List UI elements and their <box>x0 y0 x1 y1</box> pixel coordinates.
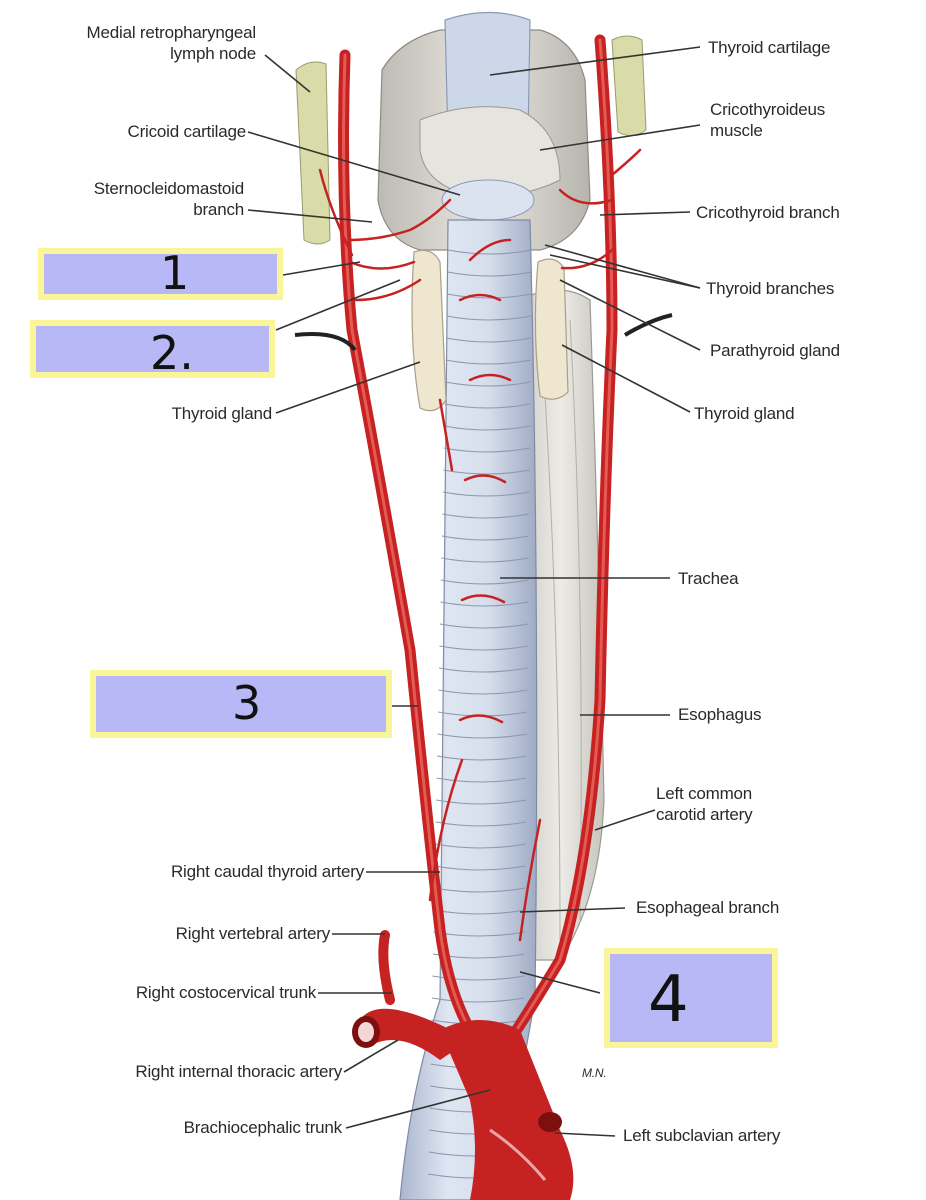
label-right-vertebral-artery: Right vertebral artery <box>175 924 331 943</box>
tracheal-ring <box>436 777 527 783</box>
tracheal-ring <box>443 447 530 453</box>
tracheal-ring <box>434 865 526 871</box>
tracheal-ring <box>439 645 528 651</box>
label-trachea: Trachea <box>678 569 739 588</box>
tracheal-ring <box>445 381 531 387</box>
label-thyroid-gland-right: Thyroid gland <box>694 404 795 423</box>
tracheal-ring <box>437 755 527 761</box>
nerve-loop-shapes <box>294 313 673 352</box>
blank-label-box-4[interactable] <box>604 948 778 1048</box>
tracheal-ring <box>434 887 526 893</box>
tracheal-ring <box>438 689 528 695</box>
label-cricothyroideus-muscle: Cricothyroideus muscle <box>710 100 826 140</box>
lymph-node-right-shape <box>611 35 647 136</box>
left-common-carotid-artery <box>504 34 618 1046</box>
label-esophagus: Esophagus <box>678 705 762 724</box>
label-esophageal-branch: Esophageal branch <box>636 898 780 917</box>
handwritten-number-1: 1 <box>160 246 190 300</box>
label-left-subclavian-artery: Left subclavian artery <box>623 1126 781 1145</box>
blank-label-box-2[interactable] <box>30 320 275 378</box>
tracheal-ring <box>442 513 530 519</box>
tracheal-ring <box>447 271 532 277</box>
thyroid-gland-right-shape <box>534 258 569 400</box>
tracheal-ring <box>440 579 529 585</box>
artist-signature: M.N. <box>582 1066 607 1080</box>
tracheal-ring <box>439 623 529 629</box>
tracheal-ring <box>446 315 532 321</box>
tracheal-ring <box>447 249 533 255</box>
tracheal-ring <box>446 337 532 343</box>
brachiocephalic-trunk-shape <box>352 930 574 1200</box>
label-brachiocephalic-trunk: Brachiocephalic trunk <box>183 1118 343 1137</box>
label-thyroid-branches: Thyroid branches <box>706 279 835 298</box>
label-right-internal-thoracic-artery: Right internal thoracic artery <box>135 1062 342 1081</box>
tracheal-ring <box>431 997 525 1003</box>
tracheal-ring <box>435 843 526 849</box>
label-cricothyroid-branch: Cricothyroid branch <box>696 203 840 222</box>
larynx-shape <box>377 11 591 251</box>
handwritten-number-2: 2. <box>150 326 194 380</box>
blank-label-box-3[interactable] <box>90 670 392 738</box>
small-branches <box>318 148 642 942</box>
blank-label-box-1[interactable] <box>38 248 283 300</box>
tracheal-ring <box>444 403 531 409</box>
label-left-common-carotid-artery: Left common carotid artery <box>656 784 753 824</box>
label-thyroid-cartilage: Thyroid cartilage <box>708 38 831 57</box>
tracheal-ring <box>441 535 530 541</box>
tracheal-ring <box>438 667 528 673</box>
tracheal-ring <box>440 601 529 607</box>
right-common-carotid-artery <box>338 49 476 1036</box>
thyroid-gland-left-shape <box>411 249 447 412</box>
lymph-node-left-shape <box>295 61 331 245</box>
tracheal-ring <box>442 491 530 497</box>
label-right-caudal-thyroid-artery: Right caudal thyroid artery <box>170 862 364 881</box>
label-cricoid-cartilage: Cricoid cartilage <box>127 122 247 141</box>
label-right-costocervical-trunk: Right costocervical trunk <box>135 983 316 1002</box>
label-medial-retropharyngeal-lymph-node: Medial retropharyngeal lymph node <box>86 23 257 63</box>
leader-lines <box>247 46 701 1137</box>
label-parathyroid-gland: Parathyroid gland <box>710 341 840 360</box>
tracheal-ring <box>446 293 532 299</box>
tracheal-ring <box>436 799 527 805</box>
tracheal-ring <box>441 557 529 563</box>
tracheal-ring <box>443 469 530 475</box>
handwritten-number-3: 3 <box>232 676 262 730</box>
tracheal-ring <box>437 733 527 739</box>
label-sternocleidomastoid-branch: Sternocleidomastoid branch <box>93 179 244 219</box>
tracheal-ring <box>444 425 531 431</box>
handwritten-number-4: 4 <box>648 963 689 1037</box>
tracheal-ring <box>432 975 525 981</box>
tracheal-ring <box>435 821 526 827</box>
tracheal-ring <box>445 359 531 365</box>
label-thyroid-gland-left: Thyroid gland <box>171 404 273 423</box>
